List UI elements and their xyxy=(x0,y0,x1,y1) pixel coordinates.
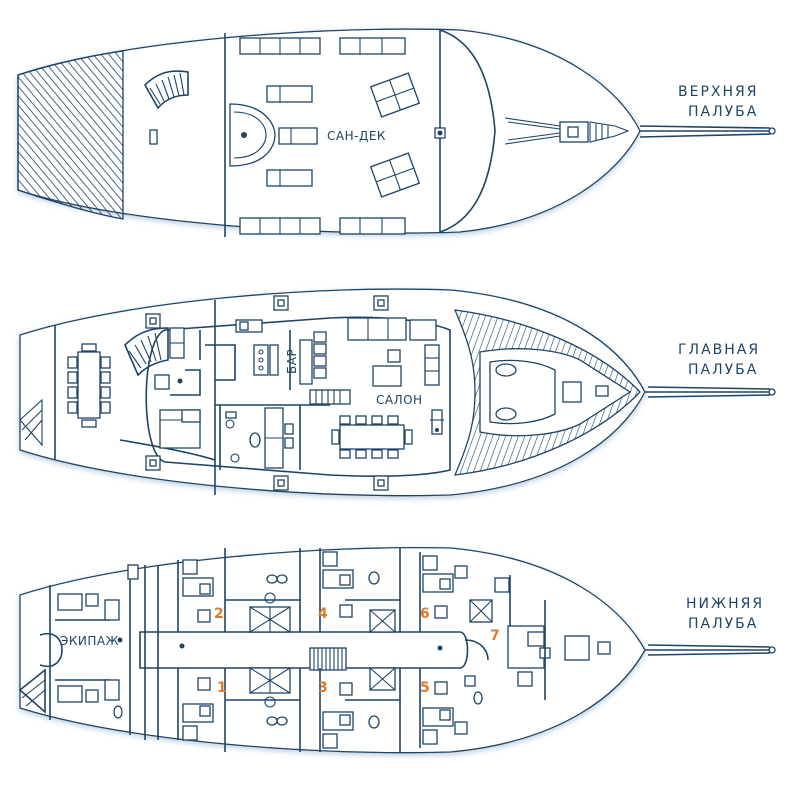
cabin-number-4: 4 xyxy=(318,606,328,622)
upper-loungers-bottom xyxy=(239,217,406,235)
lower-deck-title-line2: ПАЛУБА xyxy=(688,616,758,632)
upper-table xyxy=(369,152,421,198)
main-deck-title-line1: ГЛАВНАЯ xyxy=(678,342,760,358)
upper-stern-hatch xyxy=(17,50,124,220)
cabin-number-2: 2 xyxy=(214,606,224,622)
upper-stairs xyxy=(144,70,189,110)
main-bowsprit xyxy=(640,386,776,398)
main-mast xyxy=(562,381,582,403)
main-salon-furniture xyxy=(309,317,444,459)
main-stairs xyxy=(124,327,169,377)
upper-table xyxy=(369,72,421,118)
main-interior-rooms xyxy=(154,319,330,470)
upper-sunbed xyxy=(278,127,318,145)
lower-crew-label: ЭКИПАЖ xyxy=(60,634,119,648)
cabin-number-7: 7 xyxy=(490,628,500,644)
upper-deck: САН-ДЕК ВЕРХНЯЯ ПАЛУБА xyxy=(17,28,776,237)
cabin-number-1: 1 xyxy=(217,680,227,696)
cabin-number-6: 6 xyxy=(420,606,430,622)
upper-mast-small xyxy=(149,129,158,145)
main-deck: БАР САЛОН xyxy=(19,288,776,497)
upper-deck-title-line2: ПАЛУБА xyxy=(688,104,758,120)
lower-cabins-bottom xyxy=(177,667,483,752)
upper-bowsprit xyxy=(630,125,776,138)
upper-sundeck-label: САН-ДЕК xyxy=(327,129,386,143)
main-salon-label: САЛОН xyxy=(376,393,423,407)
cabin-number-5: 5 xyxy=(420,680,430,696)
upper-bow-rigging xyxy=(504,117,630,145)
lower-stairs xyxy=(309,647,347,671)
upper-sunbed xyxy=(266,169,313,187)
main-aft-dining-table xyxy=(67,343,111,428)
lower-cabin-7 xyxy=(464,600,611,700)
main-deck-title-line2: ПАЛУБА xyxy=(688,362,758,378)
upper-deck-title-line1: ВЕРХНЯЯ xyxy=(678,84,758,100)
lower-crew-area xyxy=(18,564,159,740)
upper-round-sofa xyxy=(229,103,276,167)
lower-deck-title-line1: НИЖНЯЯ xyxy=(686,596,764,612)
lower-cabins-top xyxy=(177,548,511,633)
main-bar-label: БАР xyxy=(285,349,299,374)
lower-deck: ЭКИПАЖ xyxy=(18,546,776,754)
cabin-number-3: 3 xyxy=(318,680,328,696)
upper-sunbed xyxy=(266,85,313,103)
lower-bowsprit xyxy=(640,644,776,656)
lower-corridor xyxy=(139,631,469,669)
upper-loungers-top xyxy=(239,37,406,55)
